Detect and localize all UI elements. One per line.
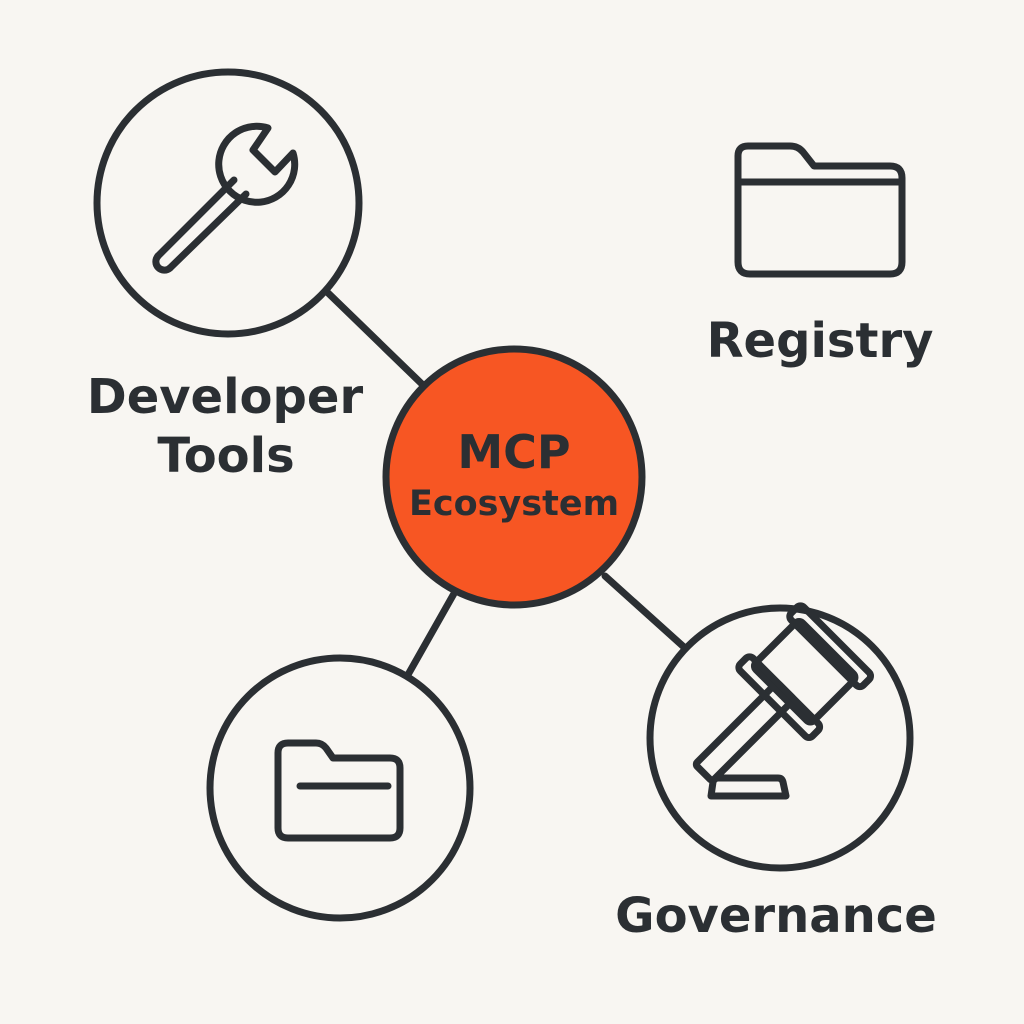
gavel-icon (692, 602, 875, 800)
mcp-ecosystem-hub[interactable]: MCP Ecosystem (382, 345, 646, 609)
developer-tools-node[interactable] (93, 68, 363, 338)
folder-icon (734, 142, 906, 278)
connectors (321, 286, 689, 684)
developer-tools-label-line2: Tools (157, 428, 294, 484)
developer-tools-circle (93, 68, 363, 338)
folder-icon (274, 739, 404, 842)
developer-tools-label-line1: Developer (87, 369, 364, 425)
connector-governance (601, 572, 689, 652)
hub-label-line2: Ecosystem (409, 484, 619, 524)
registry-label: Registry (707, 313, 934, 369)
governance-circle (646, 604, 914, 872)
storage-node[interactable] (206, 654, 474, 922)
connector-storage (401, 586, 460, 684)
hub-circle (382, 345, 646, 609)
connector-developer-tools (321, 286, 429, 391)
governance-node[interactable] (646, 602, 914, 872)
hub-label-line1: MCP (457, 425, 570, 479)
wrench-icon (152, 122, 299, 274)
governance-label: Governance (615, 888, 937, 944)
registry-node[interactable] (734, 142, 906, 278)
